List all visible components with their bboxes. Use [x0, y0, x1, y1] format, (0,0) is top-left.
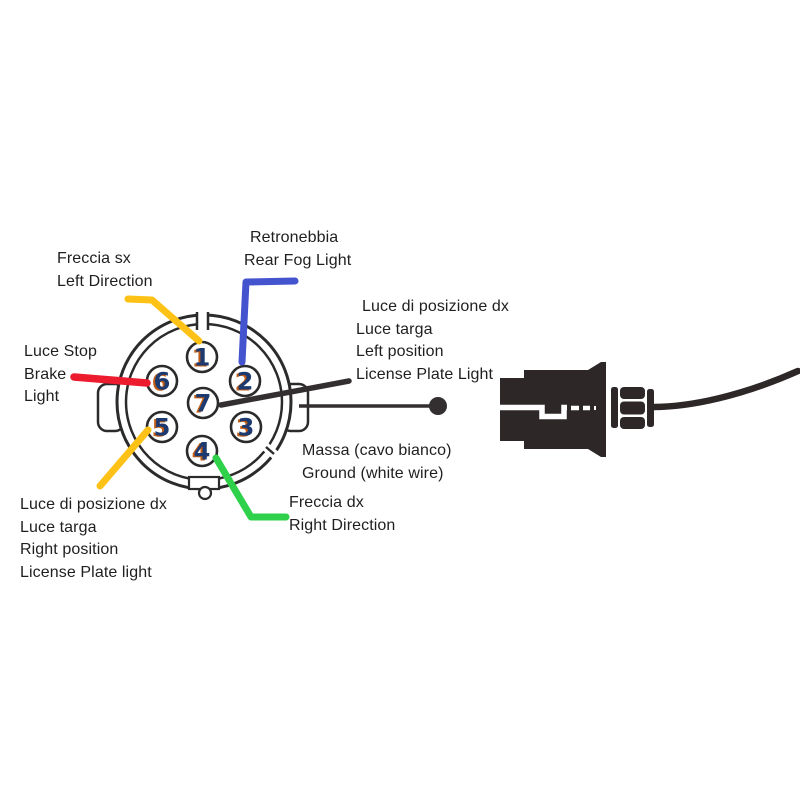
plug-silhouette: [499, 362, 800, 457]
key-slot-bottom: [187, 475, 221, 491]
pin-number-5: 5: [153, 413, 171, 442]
wire-yellow-pin5: [96, 426, 152, 490]
label-line: Luce targa: [20, 518, 97, 536]
pin-circle-4: [185, 434, 219, 468]
label-line: Left position: [356, 343, 444, 360]
wire-red-pin6: [70, 373, 151, 387]
ground-dot: [429, 397, 447, 415]
label-line: Right position: [20, 541, 119, 558]
wire-yellow-pin1: [124, 295, 203, 345]
label-line: Luce di posizione dx: [362, 298, 509, 315]
plug-cable: [649, 367, 800, 411]
pin-number-2: 2: [236, 367, 254, 396]
label-line: Luce Stop: [24, 343, 97, 360]
grip-cap-left: [611, 387, 618, 428]
plug-body: [500, 362, 606, 457]
label-line: Ground (white wire): [302, 464, 444, 482]
ring-break: [256, 437, 284, 464]
label-right-direction: Freccia dx Right Direction: [289, 492, 395, 537]
wire-black-pin7: [218, 378, 352, 408]
label-line: Luce targa: [356, 320, 433, 338]
label-line: Freccia sx: [57, 250, 131, 267]
label-rear-fog-light: Retronebbia Rear Fog Light: [244, 227, 351, 272]
pin-circle-7: [186, 386, 220, 420]
label-line: Brake: [24, 365, 67, 383]
label-line: Light: [24, 388, 60, 405]
pin-number-6: 6: [153, 367, 171, 396]
label-line: Left Direction: [57, 272, 153, 290]
label-left-position: Luce di posizione dx Luce targa Left pos…: [356, 296, 509, 386]
label-line: License Plate light: [20, 563, 152, 581]
label-line: Freccia dx: [289, 494, 364, 511]
label-left-direction: Freccia sx Left Direction: [57, 248, 153, 293]
label-line: License Plate Light: [356, 365, 494, 383]
grip-band-middle: [620, 401, 645, 415]
pin-number-7: 7: [194, 389, 212, 418]
label-line: Right Direction: [289, 516, 396, 534]
pin-number-4: 4: [193, 437, 211, 466]
plug-keyway-line: [499, 404, 567, 420]
wire-green-pin4: [212, 454, 290, 521]
label-brake-light: Luce Stop Brake Light: [24, 341, 97, 409]
label-ground: Massa (cavo bianco) Ground (white wire): [302, 440, 452, 485]
label-right-position: Luce di posizione dx Luce targa Right po…: [20, 494, 167, 584]
pin-number-1: 1: [193, 343, 211, 372]
grip-band-top: [620, 387, 645, 399]
bottom-nub: [197, 485, 213, 501]
label-line: Retronebbia: [250, 229, 339, 246]
label-line: Rear Fog Light: [244, 251, 352, 269]
pin-circle-2: [228, 364, 262, 398]
pin-circle-3: [229, 410, 263, 444]
pin-number-3: 3: [237, 413, 255, 442]
label-line: Massa (cavo bianco): [302, 442, 452, 459]
label-line: Luce di posizione dx: [20, 496, 167, 513]
grip-band-bottom: [620, 417, 645, 429]
index-notch-top: [195, 311, 210, 330]
pin-contacts: [145, 340, 263, 468]
wire-blue-pin2: [238, 277, 299, 366]
